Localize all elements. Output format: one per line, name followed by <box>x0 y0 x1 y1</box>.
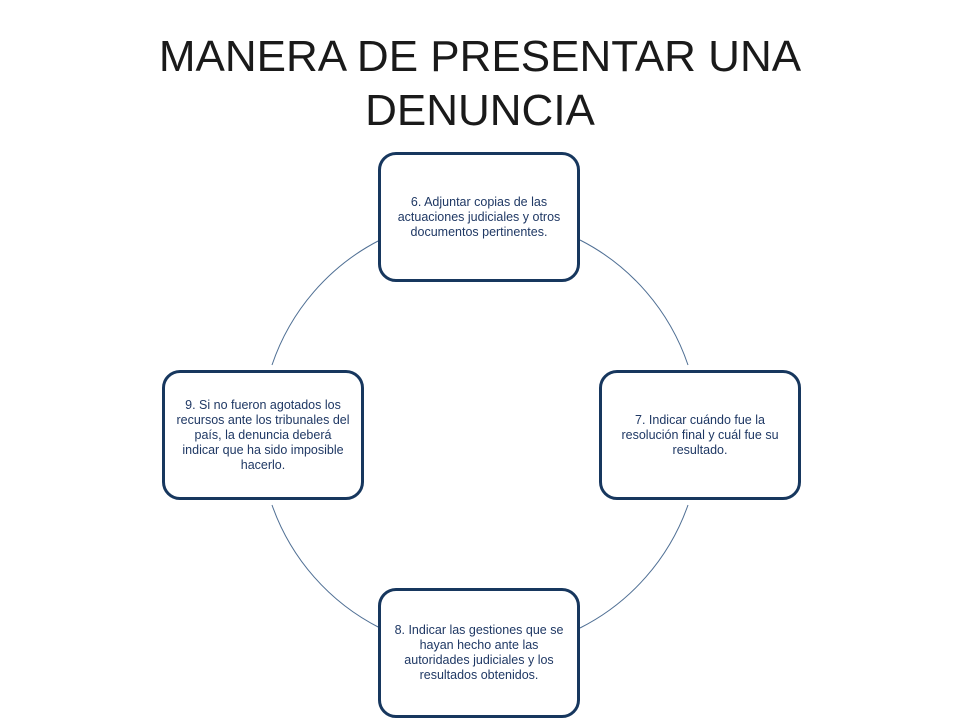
cycle-step-6: 6. Adjuntar copias de las actuaciones ju… <box>378 152 580 282</box>
cycle-step-8-text: 8. Indicar las gestiones que se hayan he… <box>394 623 564 682</box>
cycle-step-9: 9. Si no fueron agotados los recursos an… <box>162 370 364 500</box>
arc-right-bottom <box>579 504 689 629</box>
cycle-step-8: 8. Indicar las gestiones que se hayan he… <box>378 588 580 718</box>
cycle-step-7-text: 7. Indicar cuándo fue la resolución fina… <box>621 412 779 457</box>
cycle-step-9-text: 9. Si no fueron agotados los recursos an… <box>176 397 350 472</box>
arc-left-top <box>271 239 381 366</box>
cycle-step-7: 7. Indicar cuándo fue la resolución fina… <box>599 370 801 500</box>
cycle-step-6-text: 6. Adjuntar copias de las actuaciones ju… <box>397 194 561 239</box>
arc-top-right <box>579 239 689 366</box>
slide-title: MANERA DE PRESENTAR UNA DENUNCIA <box>158 32 802 135</box>
arc-bottom-left <box>271 504 381 629</box>
